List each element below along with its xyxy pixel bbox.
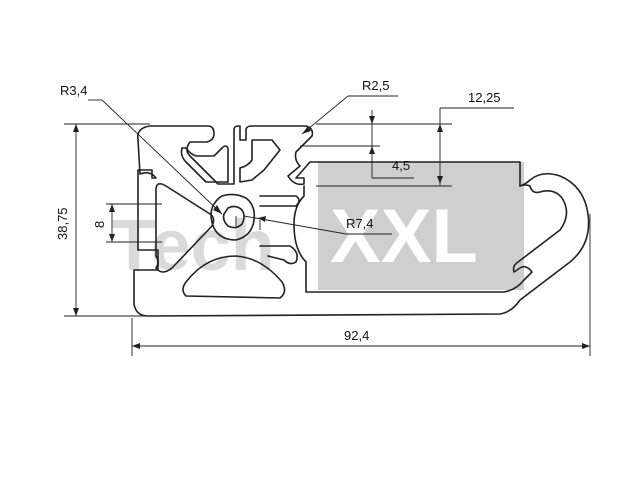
watermark-logo: Tech XXL bbox=[112, 162, 524, 290]
profile-top-slot-right bbox=[239, 139, 281, 183]
profile-large-chamber bbox=[293, 184, 568, 293]
profile-top-slot-left bbox=[180, 145, 229, 183]
label-r3-4: R3,4 bbox=[60, 83, 87, 98]
label-92-4: 92,4 bbox=[344, 328, 369, 343]
dimension-38-75: 38,75 bbox=[55, 123, 150, 317]
dimension-92-4: 92,4 bbox=[131, 214, 591, 356]
profile-outline bbox=[133, 125, 590, 317]
label-r7-4: R7,4 bbox=[346, 216, 373, 231]
dimension-r2-5: R2,5 bbox=[301, 78, 398, 135]
dimension-8: 8 bbox=[92, 203, 162, 243]
label-4-5: 4,5 bbox=[392, 158, 410, 173]
watermark-highlight: XXL bbox=[330, 194, 478, 279]
watermark-box bbox=[318, 162, 524, 290]
profile-core-bore bbox=[210, 193, 256, 241]
dimension-r3-4: R3,4 bbox=[60, 83, 223, 215]
label-r2-5: R2,5 bbox=[362, 78, 389, 93]
profile-right-slot bbox=[259, 195, 300, 265]
dimension-12-25: 12,25 bbox=[316, 90, 514, 187]
profile-bottom-cavity bbox=[182, 255, 286, 299]
profile-left-channel bbox=[155, 182, 215, 273]
dimension-r7-4: R7,4 bbox=[235, 215, 392, 235]
dimension-4-5: 4,5 bbox=[300, 110, 414, 179]
label-12-25: 12,25 bbox=[468, 90, 501, 105]
profile-core-inner bbox=[222, 205, 245, 229]
label-8: 8 bbox=[92, 221, 107, 228]
profile-outer-contour bbox=[133, 125, 590, 317]
label-38-75: 38,75 bbox=[55, 207, 70, 240]
